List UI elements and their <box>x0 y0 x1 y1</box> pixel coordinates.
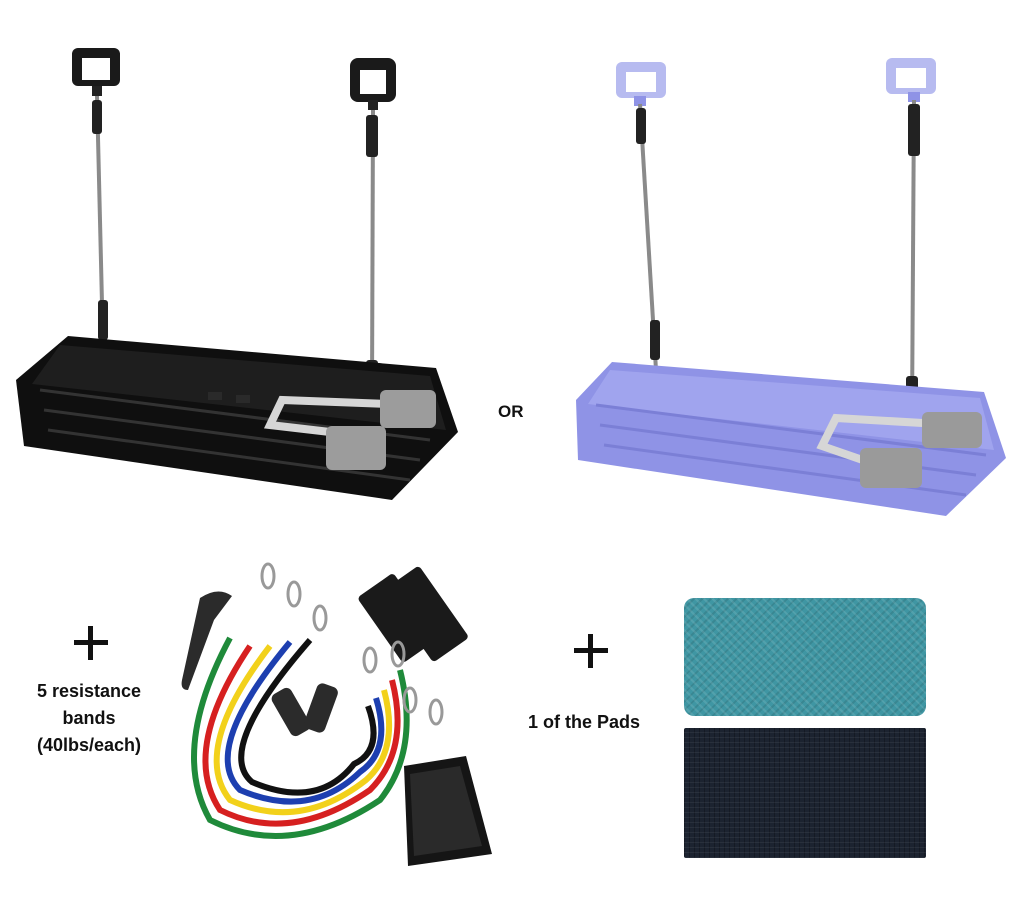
black-pad <box>684 728 926 858</box>
band-loops <box>191 636 410 839</box>
bands-label-line-1: 5 resistance <box>36 681 142 701</box>
purple-board <box>576 362 1006 516</box>
black-board <box>16 336 458 500</box>
purple-board-product <box>576 58 1006 516</box>
pads-label: 1 of the Pads <box>528 712 641 732</box>
purple-left-cable <box>636 103 660 371</box>
or-label: OR <box>498 402 524 421</box>
door-anchor-icon <box>181 591 232 690</box>
ankle-straps-icon <box>358 566 468 662</box>
band-handles-icon <box>271 683 338 737</box>
purple-right-cable <box>906 99 920 419</box>
black-board-product <box>16 48 458 500</box>
bands-label-line-2: bands <box>62 708 116 728</box>
carabiners <box>260 562 444 726</box>
black-left-handle <box>72 48 120 96</box>
resistance-bands-kit <box>181 562 492 866</box>
mesh-bag-icon <box>404 756 492 866</box>
bands-label-line-3: (40lbs/each) <box>36 735 142 755</box>
black-right-cable <box>366 109 378 400</box>
purple-right-handle <box>886 58 936 102</box>
black-left-cable <box>92 95 108 346</box>
black-right-handle <box>350 58 396 110</box>
purple-left-handle <box>616 62 666 106</box>
bands-label: 5 resistance bands (40lbs/each) <box>14 678 164 759</box>
plus-sign-bands <box>74 626 108 660</box>
blue-pad <box>684 598 926 716</box>
plus-sign-pads <box>574 634 608 668</box>
